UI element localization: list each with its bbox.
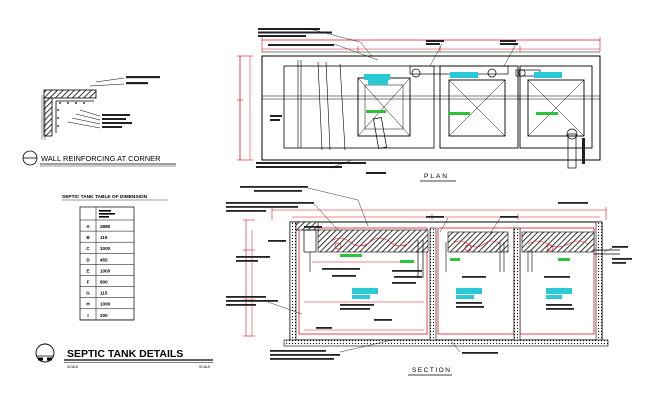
table-row-value: 1000 [100,302,111,307]
title-block: SEPTIC TANK DETAILS SCALE SCALE [35,343,213,369]
section-marker-1 [22,150,38,166]
scale-right: SCALE [199,365,211,369]
drawing-title: SEPTIC TANK DETAILS [67,348,183,360]
wall-detail-title: WALL REINFORCING AT CORNER [41,154,161,163]
table-row-key: G [86,291,90,296]
section-title: SECTION [412,367,451,374]
table-row-value: 115 [100,291,108,296]
table-row-value: 2880 [100,224,111,229]
table-row-value: 800 [100,279,108,284]
table-row-key: B [86,235,90,240]
dimension-table-title: SEPTIC TANK TABLE OF DIMENSION [62,194,148,200]
table-row-value: 1000 [100,268,111,273]
table-row-value: 115 [100,235,108,240]
table-row-value: 1000 [100,246,111,251]
table-row-value: 455 [100,257,108,262]
table-row-key: F [87,279,90,284]
table-row-key: A [86,224,90,229]
plan-title: PLAN [424,173,449,180]
table-row-key: E [86,268,89,273]
scale-left: SCALE [67,365,79,369]
table-row-key: D [86,257,90,262]
table-row-key: I [87,313,88,318]
wall-reinforcing-detail: WALL REINFORCING AT CORNER [22,76,176,167]
section-view: SECTION [226,186,632,376]
table-row-key: C [86,246,90,251]
table-row-value: 200 [100,313,108,318]
plan-view: PLAN [237,27,601,182]
table-row-key: H [86,302,90,307]
